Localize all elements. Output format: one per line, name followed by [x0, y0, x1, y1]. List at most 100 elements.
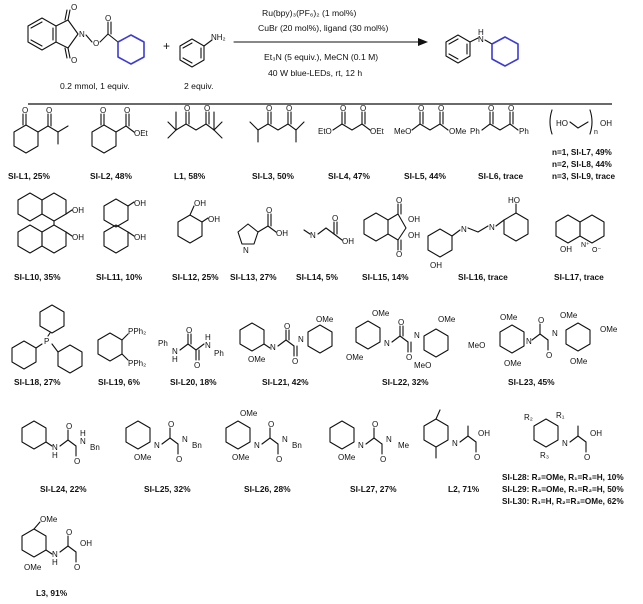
ligand-structure-si-l20: Ph N H O O H N Ph [158, 326, 224, 370]
svg-text:N: N [52, 443, 58, 452]
ligand-label-si-l19: SI-L19, 6% [98, 377, 140, 387]
ligand-label-si-l14: SI-L14, 5% [296, 272, 338, 282]
svg-text:N: N [52, 550, 58, 559]
svg-text:OEt: OEt [370, 127, 385, 136]
svg-text:O: O [406, 353, 412, 362]
ligand-label-si-l1: SI-L1, 25% [8, 171, 50, 181]
ligand-structure-si-l16: OH N N HO [427, 196, 529, 270]
ligand-structure-si-l7-9: HO n OH [549, 109, 612, 136]
svg-text:N: N [298, 335, 304, 344]
ligand-structure-si-l24: N H O O H N Bn [21, 420, 100, 466]
plus-sign: + [163, 39, 170, 53]
ligand-structure-si-l6: Ph O O Ph [470, 104, 529, 136]
svg-text:N: N [526, 337, 532, 346]
svg-text:OMe: OMe [449, 127, 467, 136]
svg-text:OH: OH [134, 233, 146, 242]
svg-text:H: H [52, 451, 58, 460]
svg-text:O: O [276, 455, 282, 464]
svg-text:OMe: OMe [346, 353, 364, 362]
condition-copper: CuBr (20 mol%), ligand (30 mol%) [258, 23, 389, 33]
svg-text:OMe: OMe [600, 325, 618, 334]
svg-text:OMe: OMe [504, 359, 522, 368]
svg-text:N: N [358, 441, 364, 450]
svg-text:OH: OH [560, 245, 572, 254]
ligand-label-si-l25: SI-L25, 32% [144, 484, 191, 494]
svg-text:OMe: OMe [248, 355, 266, 364]
svg-text:N: N [282, 435, 288, 444]
reaction-arrow-head [418, 38, 428, 46]
ligand-label-si-l11: SI-L11, 10% [96, 272, 143, 282]
svg-text:OH: OH [408, 231, 420, 240]
ligand-label-si-l5: SI-L5, 44% [404, 171, 446, 181]
ligand-label-l3: L3, 91% [36, 588, 68, 598]
svg-text:O: O [438, 104, 444, 113]
reagent-left-amount: 0.2 mmol, 1 equiv. [60, 81, 130, 91]
ligand-label-si-l4: SI-L4, 47% [328, 171, 370, 181]
ligand-label-si-l26: SI-L26, 28% [244, 484, 291, 494]
svg-text:N: N [310, 231, 316, 240]
svg-text:Bn: Bn [192, 441, 202, 450]
svg-text:O: O [380, 455, 386, 464]
svg-text:P: P [44, 337, 49, 346]
ligand-structure-si-l3: O O [249, 104, 305, 143]
svg-text:N: N [384, 339, 390, 348]
svg-text:OH: OH [72, 206, 84, 215]
svg-text:Bn: Bn [292, 441, 302, 450]
svg-text:O: O [332, 214, 338, 223]
svg-text:OMe: OMe [24, 563, 42, 572]
svg-text:MeO: MeO [394, 127, 411, 136]
ligand-structure-si-l17: N⁺ O⁻ OH [555, 214, 605, 254]
ligand-structure-si-l18: P [11, 304, 83, 374]
ligand-structure-si-l28-30: R₂ R₁ R₃ N O OH [524, 411, 602, 462]
atom-n: N [478, 35, 484, 44]
ligand-label-si-l18: SI-L18, 27% [14, 377, 61, 387]
svg-text:O: O [100, 106, 106, 115]
svg-text:N: N [254, 441, 260, 450]
svg-text:Ph: Ph [470, 127, 480, 136]
svg-text:O: O [176, 455, 182, 464]
ligand-structure-l1: O O [167, 104, 223, 139]
atom-o: O [71, 56, 77, 65]
ligand-label-si-l21: SI-L21, 42% [262, 377, 309, 387]
svg-text:O: O [418, 104, 424, 113]
svg-text:O: O [474, 453, 480, 462]
svg-text:OMe: OMe [438, 315, 456, 324]
svg-text:N: N [80, 437, 86, 446]
ligand-structure-si-l23: OMe MeO OMe N O O N OMe OMe OMe [468, 311, 618, 368]
svg-text:OMe: OMe [570, 357, 588, 366]
ligand-label-l2: L2, 71% [448, 484, 480, 494]
svg-text:O: O [74, 563, 80, 572]
ligand-structure-si-l21: OMe N O O N OMe [239, 315, 334, 366]
svg-text:R₂: R₂ [524, 413, 533, 422]
reagent-right-amount: 2 equiv. [184, 81, 213, 91]
svg-text:OMe: OMe [240, 409, 258, 418]
ligand-structure-si-l2: O O OEt [91, 106, 149, 154]
atom-h: H [478, 28, 484, 37]
ligand-label-si-l2: SI-L2, 48% [90, 171, 132, 181]
svg-text:N: N [243, 246, 249, 255]
ligand-label-si-l23: SI-L23, 45% [508, 377, 555, 387]
svg-text:N: N [461, 225, 467, 234]
svg-text:O: O [398, 318, 404, 327]
svg-text:O: O [204, 104, 210, 113]
svg-text:O: O [584, 453, 590, 462]
svg-text:PPh₂: PPh₂ [128, 327, 146, 336]
svg-text:OH: OH [194, 199, 206, 208]
svg-text:OMe: OMe [40, 515, 58, 524]
ligand-structure-si-l27: OMe N O O N Me [329, 420, 410, 464]
svg-text:n: n [594, 129, 598, 136]
ligand-structure-si-l13: N O OH [237, 206, 288, 255]
svg-text:N: N [154, 441, 160, 450]
condition-catalyst: Ru(bpy)₃(PF₆)₂ (1 mol%) [262, 8, 356, 18]
svg-text:O: O [286, 104, 292, 113]
diol-series-entry: n=2, SI-L8, 44% [552, 160, 613, 169]
svg-text:N: N [172, 347, 178, 356]
svg-text:N: N [270, 343, 276, 352]
l28-30-series-entry: SI-L29: R₃=OMe, R₁=R₂=H, 50% [502, 485, 624, 494]
svg-text:MeO: MeO [468, 341, 485, 350]
svg-text:OMe: OMe [560, 311, 578, 320]
svg-text:N: N [414, 331, 420, 340]
svg-text:O: O [266, 206, 272, 215]
ligand-structure-si-l1: O O [13, 106, 69, 154]
